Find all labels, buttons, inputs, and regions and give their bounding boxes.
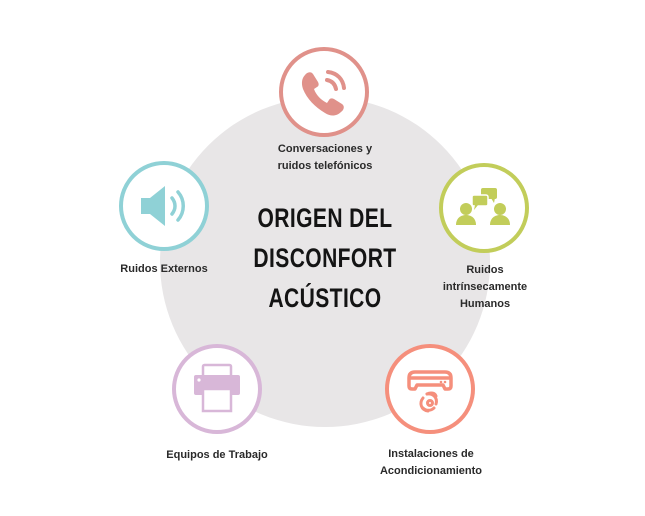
title-line-2: DISCONFORT (253, 243, 397, 273)
label-humanos: Ruidos intrínsecamente Humanos (442, 264, 528, 310)
node-humanos (439, 163, 529, 253)
label-equipos: Equipos de Trabajo (166, 449, 268, 461)
phone-icon (301, 70, 346, 116)
diagram-title: ORIGEN DEL DISCONFORT ACÚSTICO (228, 198, 423, 318)
node-externos (119, 161, 209, 251)
printer-icon (194, 363, 240, 413)
title-line-1: ORIGEN DEL (257, 203, 393, 233)
people-chat-icon (456, 188, 510, 225)
label-externos: Ruidos Externos (120, 263, 208, 275)
speaker-icon (141, 186, 185, 226)
node-equipos (172, 344, 262, 434)
air-conditioner-icon (407, 370, 453, 413)
node-acondicionamiento (385, 344, 475, 434)
node-telefonicos (279, 47, 369, 137)
label-telefonicos: Conversaciones y ruidos telefónicos (277, 143, 373, 172)
title-line-3: ACÚSTICO (268, 283, 382, 313)
label-acondicionamiento: Instalaciones de Acondicionamiento (379, 448, 483, 477)
